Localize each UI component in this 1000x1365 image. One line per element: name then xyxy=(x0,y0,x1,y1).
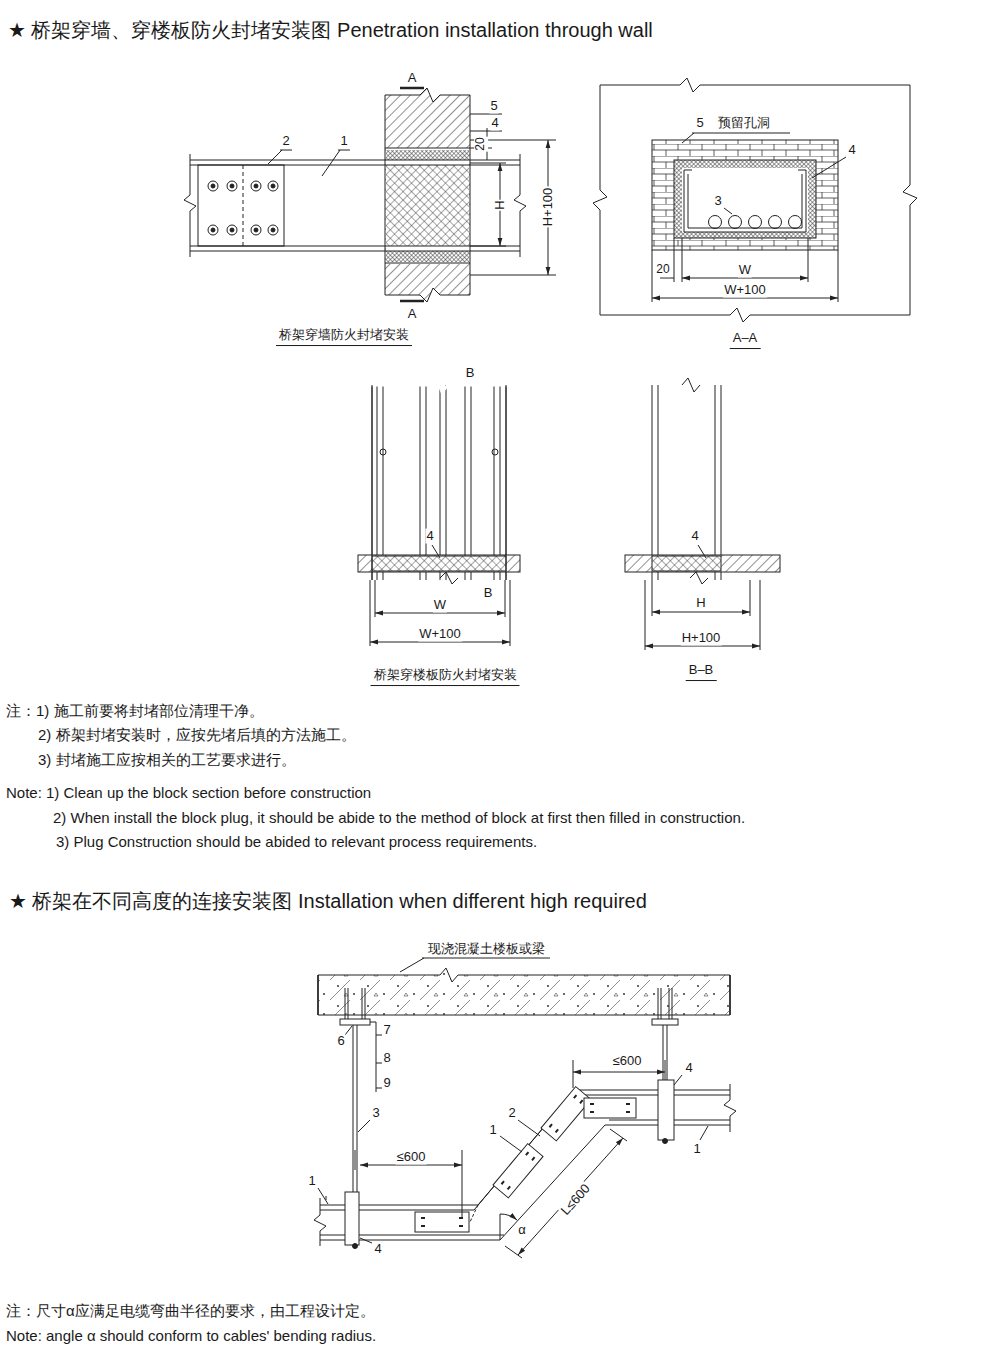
callout-number: 4 xyxy=(690,529,699,544)
section-mark: B xyxy=(465,366,476,381)
dimension-label: H xyxy=(493,199,508,210)
section-mark: A xyxy=(407,71,418,86)
annotation: 预留孔洞 xyxy=(717,116,771,131)
note-text: 2) 桥架封堵安装时，应按先堵后填的方法施工。 xyxy=(37,726,357,743)
page-title: ★ 桥架穿墙、穿楼板防火封堵安装图 Penetration installati… xyxy=(8,19,653,42)
note-text: Note: angle α should conform to cables' … xyxy=(5,1327,377,1344)
callout-number: 1 xyxy=(307,1174,316,1189)
dimension-label: W xyxy=(433,598,447,613)
callout-number: 6 xyxy=(336,1034,345,1049)
figure-caption: 桥架穿楼板防火封堵安装 xyxy=(371,668,520,686)
note-text: 3) Plug Construction should be abided to… xyxy=(55,833,538,850)
figure-caption: 桥架穿墙防火封堵安装 xyxy=(276,328,412,346)
dimension-label: W xyxy=(738,263,752,278)
dimension-label: ≤600 xyxy=(396,1150,427,1165)
note-text: Note: 1) Clean up the block section befo… xyxy=(5,784,372,801)
section-mark: A xyxy=(407,307,418,322)
section-a-view xyxy=(593,78,917,322)
callout-number: 7 xyxy=(382,1023,391,1038)
callout-number: 4 xyxy=(373,1242,382,1257)
note-text: 3) 封堵施工应按相关的工艺要求进行。 xyxy=(37,751,297,768)
callout-number: 4 xyxy=(684,1061,693,1076)
callout-number: 9 xyxy=(382,1076,391,1091)
callout-number: 4 xyxy=(847,143,856,158)
note-text: 2) When install the block plug, it shoul… xyxy=(52,809,746,826)
dimension-label: 20 xyxy=(474,136,488,151)
annotation: 现浇混凝土楼板或梁 xyxy=(427,942,546,957)
figure-caption: A–A xyxy=(730,331,761,349)
callout-number: 1 xyxy=(488,1123,497,1138)
angle-label: α xyxy=(517,1223,527,1238)
callout-number: 1 xyxy=(339,134,348,149)
wall-penetration-view xyxy=(184,88,556,302)
callout-number: 2 xyxy=(281,134,290,149)
callout-number: 1 xyxy=(692,1142,701,1157)
section-heading: ★ 桥架在不同高度的连接安装图 Installation when differ… xyxy=(8,890,648,913)
dimension-label: 20 xyxy=(655,263,670,277)
callout-number: 5 xyxy=(695,116,704,131)
dimension-label: W+100 xyxy=(723,283,767,298)
callout-number: 4 xyxy=(490,116,499,131)
note-text: 注：1) 施工前要将封堵部位清理干净。 xyxy=(5,702,265,719)
note-text: 注：尺寸α应满足电缆弯曲半径的要求，由工程设计定。 xyxy=(5,1302,376,1319)
section-mark: B xyxy=(483,586,494,601)
callout-number: 5 xyxy=(489,99,498,114)
section-b-view xyxy=(625,378,780,650)
dimension-label: H+100 xyxy=(541,187,556,228)
figure-caption: B–B xyxy=(686,663,717,681)
dimension-label: W+100 xyxy=(418,627,462,642)
dimension-label: H xyxy=(695,596,706,611)
callout-number: 3 xyxy=(371,1106,380,1121)
dimension-label: L≤600 xyxy=(558,1181,595,1219)
callout-number: 2 xyxy=(507,1106,516,1121)
dimension-label: H+100 xyxy=(681,631,722,646)
callout-number: 3 xyxy=(713,194,722,209)
floor-penetration-view xyxy=(358,378,520,646)
dimension-label: ≤600 xyxy=(612,1054,643,1069)
callout-number: 4 xyxy=(425,529,434,544)
callout-number: 8 xyxy=(382,1051,391,1066)
height-change-view xyxy=(314,958,736,1258)
